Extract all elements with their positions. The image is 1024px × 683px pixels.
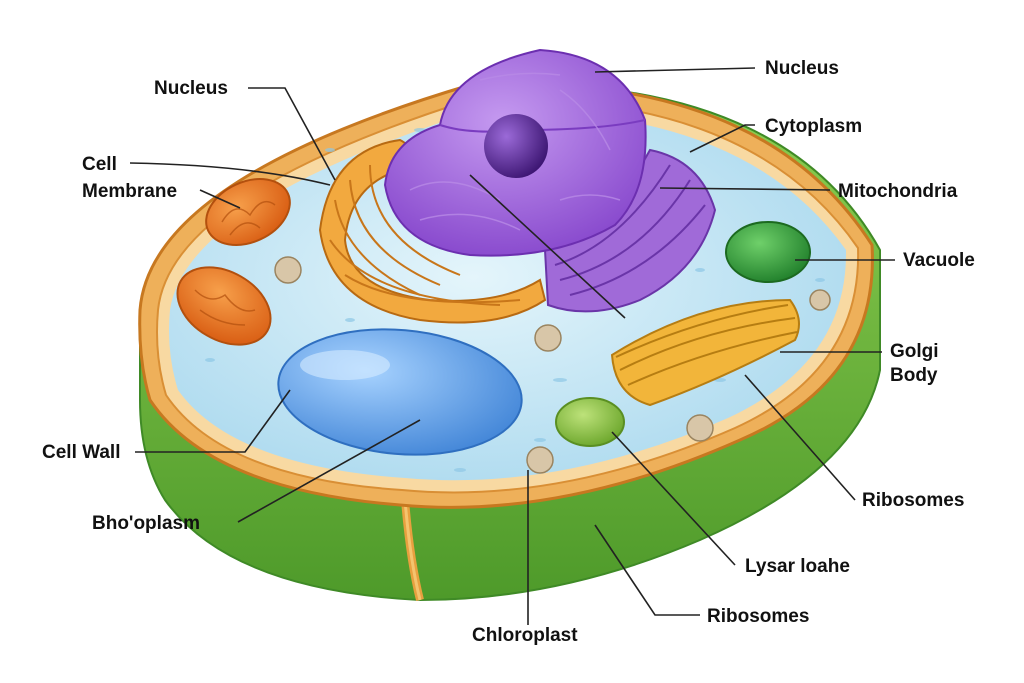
label-ribosomes-bottom: Ribosomes [707, 606, 809, 627]
leader-cell-wall [135, 389, 291, 453]
label-cell-wall: Cell Wall [42, 442, 120, 463]
label-chloroplast: Chloroplast [472, 625, 578, 646]
leader-nucleus-center [469, 174, 626, 319]
mitochondria-folds [543, 148, 717, 313]
nucleolus [484, 114, 548, 178]
label-cell-membrane-line1: Cell [82, 154, 117, 175]
small-vacuole [725, 221, 811, 283]
label-golgi-line2: Body [890, 365, 938, 386]
leader-protoplasm [237, 419, 421, 523]
leader-ribosomes-right [744, 374, 856, 501]
endoplasmic-reticulum [318, 138, 547, 324]
golgi-body [610, 298, 800, 407]
leader-lines [129, 67, 895, 625]
label-nucleus-left: Nucleus [154, 78, 228, 99]
label-golgi-line1: Golgi [890, 341, 939, 362]
label-lysosome: Lysar loahe [745, 556, 850, 577]
leader-nucleus-left [248, 87, 336, 181]
leader-cytoplasm [689, 124, 755, 153]
leader-ribosomes-bottom [594, 524, 700, 616]
vacuole-highlight [300, 350, 390, 380]
label-cell-membrane-line2: Membrane [82, 181, 177, 202]
leader-lysosome [611, 431, 736, 566]
label-protoplasm: Bho'oplasm [92, 513, 200, 534]
mitochondrion [205, 178, 291, 246]
ribosomes [274, 256, 831, 474]
lysosome [555, 397, 625, 447]
label-vacuole: Vacuole [903, 250, 975, 271]
leader-cell [129, 162, 331, 186]
leader-membrane [199, 189, 241, 209]
label-nucleus-right: Nucleus [765, 58, 839, 79]
label-mitochondria: Mitochondria [838, 181, 958, 202]
label-cytoplasm: Cytoplasm [765, 116, 862, 137]
leader-nucleus-right [594, 67, 756, 73]
mitochondrion [176, 266, 272, 346]
cell-wall-seam [403, 499, 422, 601]
leader-mitochondria [659, 187, 831, 191]
label-ribosomes-right: Ribosomes [862, 490, 964, 511]
